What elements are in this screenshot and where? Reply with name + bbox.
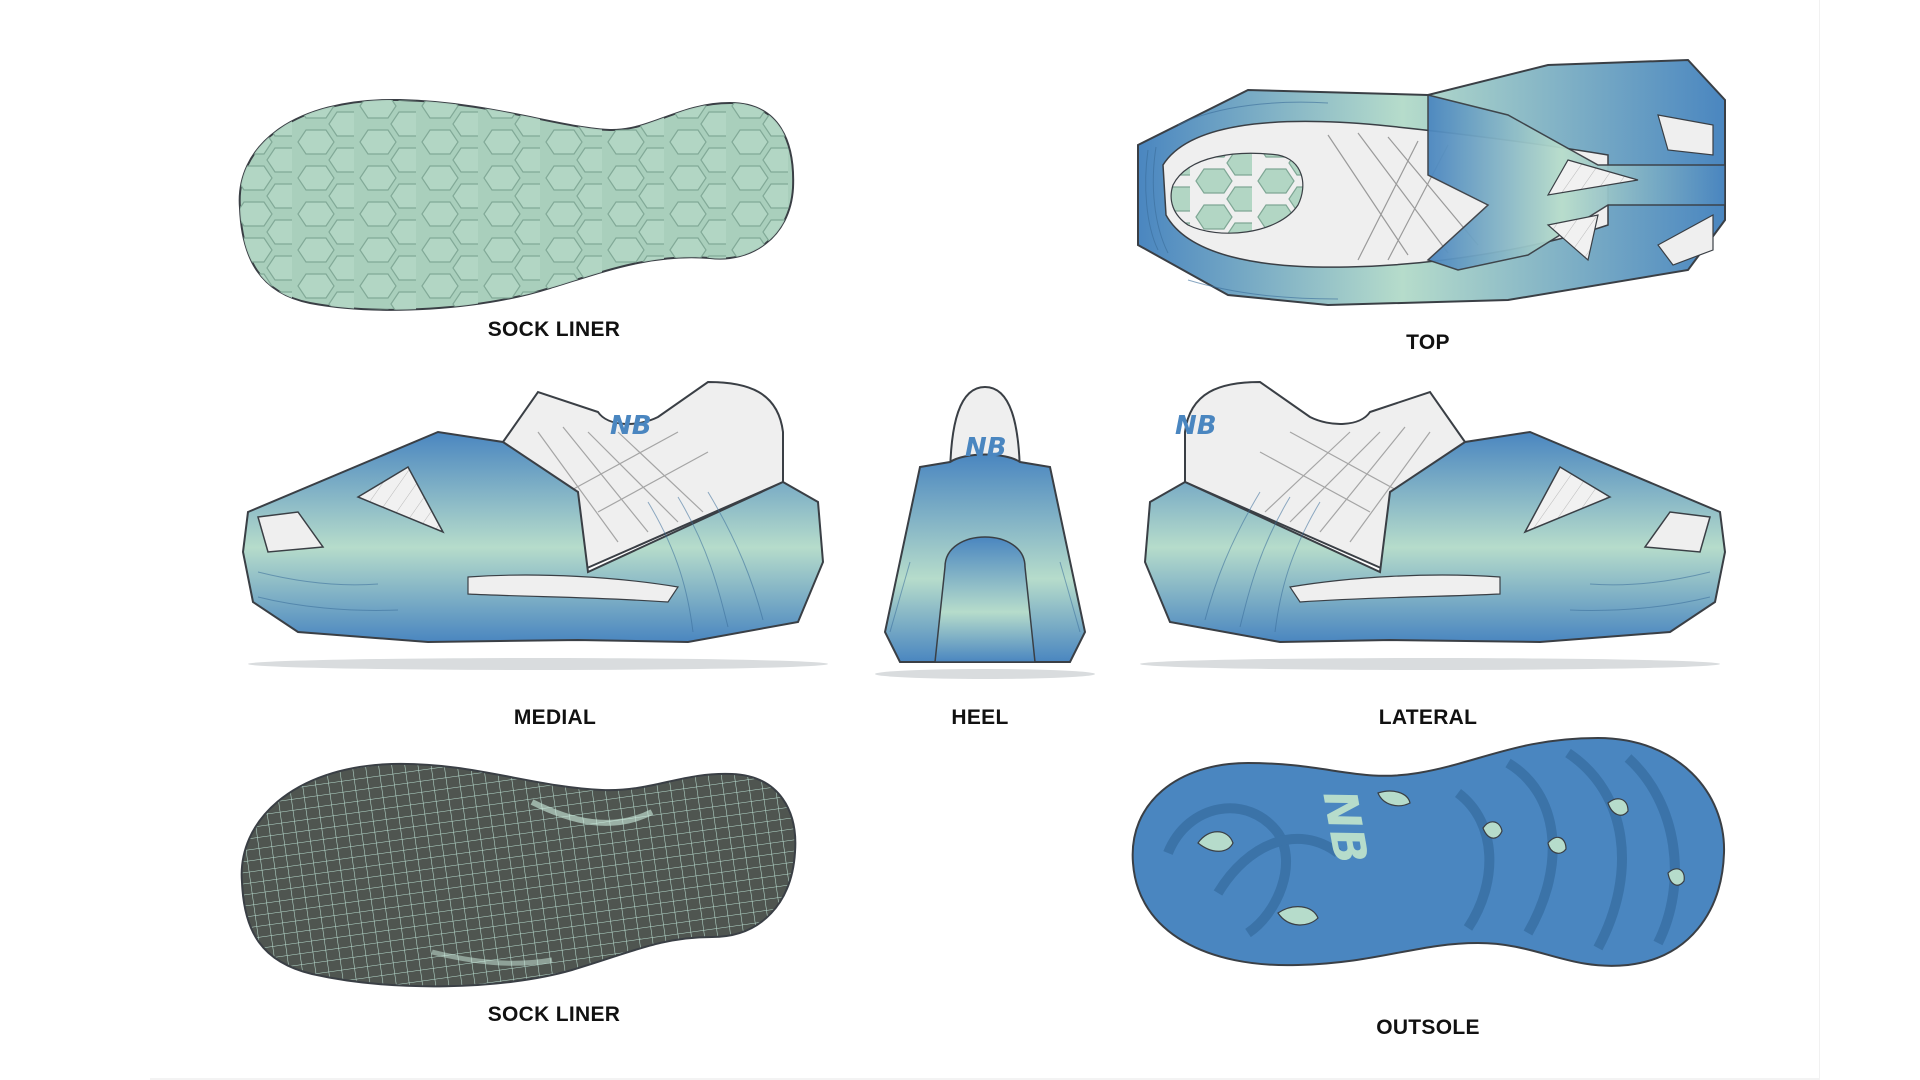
heel-shoe-illustration: NB [875,385,1095,679]
sock-liner-hex-illustration [238,98,795,311]
lateral-label: LATERAL [1378,706,1478,729]
lateral-shoe-illustration: NB [1140,380,1727,670]
sock-liner-top-view [230,88,800,318]
sheet-edge [1819,0,1820,1080]
svg-text:NB: NB [965,433,1007,463]
nb-logo-lateral: NB [1175,411,1217,441]
sock-liner-top-label: SOCK LINER [487,318,621,341]
outsole-label: OUTSOLE [1376,1016,1480,1039]
medial-shoe-illustration: NB [241,380,828,670]
medial-view: NB [238,372,838,672]
svg-text:NB: NB [610,411,652,441]
top-label: TOP [1406,331,1450,354]
nb-logo-medial: NB [610,411,652,441]
sock-liner-bottom-view [232,752,802,992]
medial-label: MEDIAL [513,706,597,729]
outsole-illustration: NB [1131,736,1726,967]
nb-logo-heel: NB [965,433,1007,463]
sock-liner-bottom-label: SOCK LINER [487,1003,621,1026]
heel-view: NB [870,382,1100,682]
nb-logo-outsole: NB [1312,786,1378,868]
top-view-illustration [1137,58,1726,307]
svg-text:NB: NB [1312,786,1378,868]
top-view [1128,55,1728,315]
lateral-view: NB [1130,372,1730,672]
heel-label: HEEL [951,706,1009,729]
sock-liner-mesh-illustration [240,762,797,988]
outsole-view: NB [1128,733,1728,973]
sheet-bottom-edge [150,1078,1820,1080]
svg-text:NB: NB [1175,411,1217,441]
